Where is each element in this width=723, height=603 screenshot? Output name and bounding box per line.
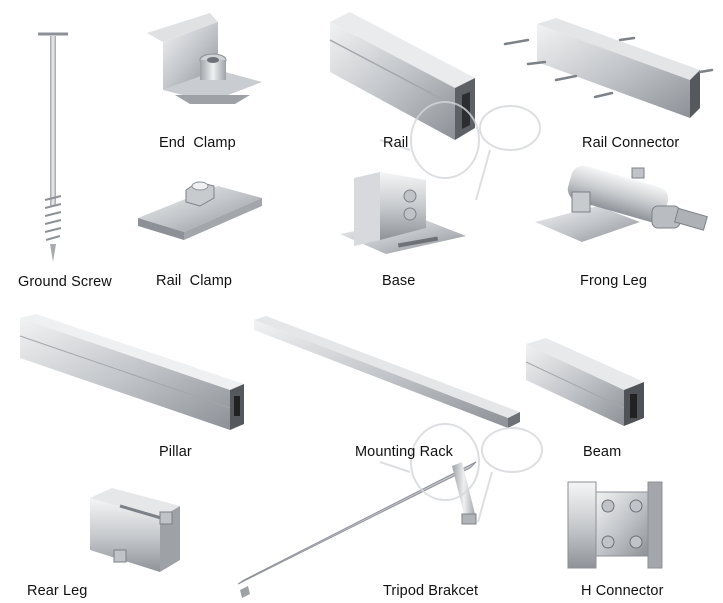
rail-clamp-image: [138, 181, 262, 240]
frong-leg-image: [535, 165, 708, 242]
rear-leg-image: [90, 488, 180, 572]
op-logo-watermark: [379, 101, 541, 201]
base-image: [340, 172, 466, 254]
label-rear-leg: Rear Leg: [27, 583, 88, 599]
label-mounting-rack: Mounting Rack: [355, 444, 454, 460]
label-rail: Rail: [383, 135, 409, 151]
end-clamp-image: [147, 13, 262, 104]
pillar-image: [19, 314, 244, 430]
label-ground-screw: Ground Screw: [18, 274, 112, 290]
label-rail-clamp: Rail Clamp: [156, 273, 233, 289]
op-logo-watermark: [379, 423, 543, 523]
ground-screw-image: [38, 32, 68, 262]
beam-image: [525, 338, 644, 426]
label-h-connector: H Connector: [581, 583, 664, 599]
label-frong-leg: Frong Leg: [580, 273, 647, 289]
label-base: Base: [382, 273, 416, 289]
h-connector-image: [567, 481, 663, 569]
rail-image: [329, 12, 475, 140]
rail-connector-image: [503, 18, 714, 118]
label-tripod-bracket: Tripod Brakcet: [383, 583, 479, 599]
label-rail-connector: Rail Connector: [582, 135, 680, 151]
tripod-bracket-image: [237, 461, 477, 598]
label-beam: Beam: [583, 444, 622, 460]
label-pillar: Pillar: [159, 444, 192, 460]
mounting-rack-image: [254, 316, 520, 428]
label-end-clamp: End Clamp: [159, 135, 236, 151]
